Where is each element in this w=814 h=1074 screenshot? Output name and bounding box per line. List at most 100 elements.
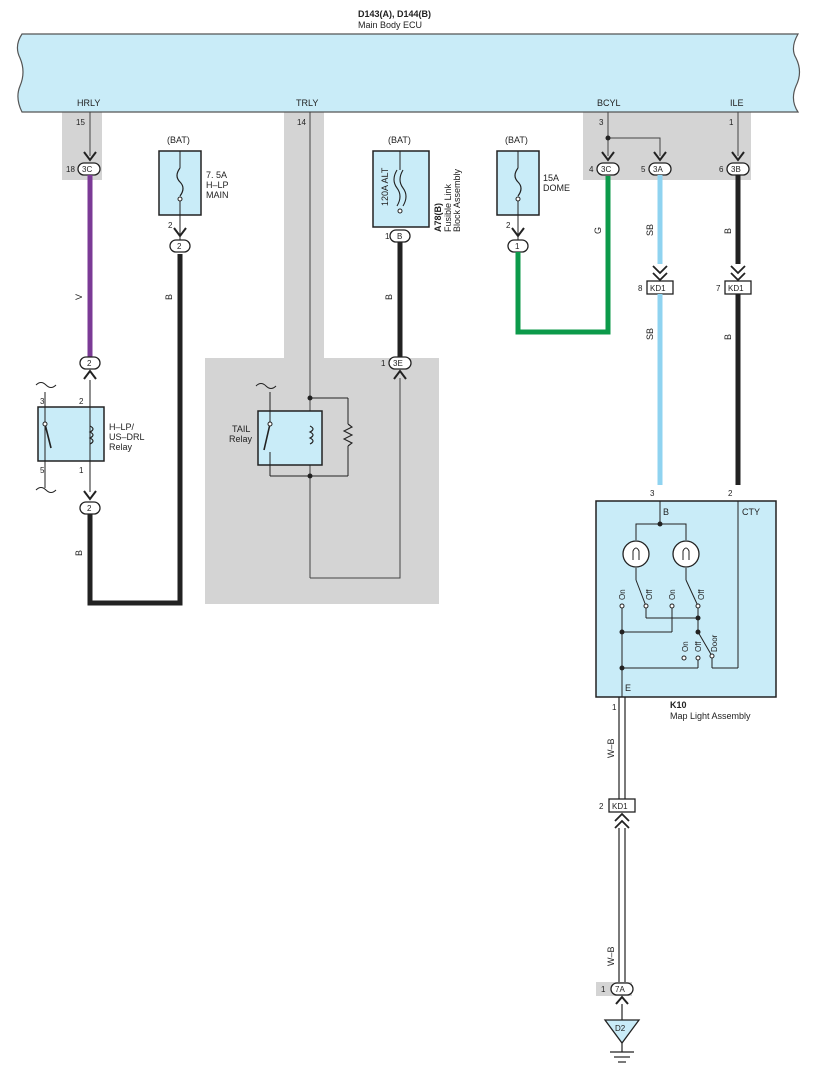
connector-3c-4-pin: 4: [589, 165, 594, 174]
connector-kd1-7-code: KD1: [728, 284, 744, 293]
fuse-dome-source: (BAT): [505, 135, 528, 145]
map-light-code: K10: [670, 700, 687, 710]
map-light-term-b: B: [663, 507, 669, 517]
relay-hlp-tilde-top: [35, 382, 57, 388]
arrow-kd1-8: [652, 265, 668, 282]
fuse-dome-pin: 2: [506, 221, 511, 230]
switch-off-1: Off: [645, 589, 654, 600]
wire-bcyl-branch: [608, 137, 661, 156]
arrow-hlp-in: [83, 369, 97, 380]
wire-b-main-label: B: [164, 294, 174, 300]
junction-bcyl: [605, 135, 611, 141]
wire-b-ile-lower-label: B: [723, 334, 733, 340]
wire-wb-lower-label: W–B: [606, 946, 616, 966]
wire-g: [515, 176, 611, 335]
connector-3e-pin: 1: [381, 359, 386, 368]
connector-3c-4: [596, 162, 620, 176]
connector-main-out: [169, 239, 191, 253]
fusible-block-code: A78(B): [433, 203, 443, 232]
wire-sb-lower-label: SB: [645, 328, 655, 340]
fuse-dome-terminal: [515, 196, 521, 202]
map-light-term-cty: CTY: [742, 507, 760, 517]
relay-hlp-pin-5: 5: [40, 466, 45, 475]
ecu-terminal-bcyl: BCYL: [597, 98, 621, 108]
fuse-main-name-1: H–LP: [206, 180, 229, 190]
arrow-7a: [615, 995, 629, 1005]
connector-7a-code: 7A: [615, 985, 625, 994]
wire-v-label: V: [74, 294, 84, 300]
connector-kd1-7-pin: 7: [716, 284, 721, 293]
door-switch-on: On: [681, 641, 690, 652]
arrow-4: [601, 151, 615, 162]
wire-wb-upper-label: W–B: [606, 738, 616, 758]
ecu-terminal-trly: TRLY: [296, 98, 318, 108]
fuse-dome-name: DOME: [543, 183, 570, 193]
fuse-dome-element: [514, 167, 522, 197]
relay-tail-contact: [267, 421, 273, 427]
ground-code: D2: [615, 1024, 626, 1033]
arrow-3e: [393, 369, 407, 380]
fuse-main-rating: 7. 5A: [206, 170, 227, 180]
door-switch-off: Off: [694, 641, 703, 652]
fuse-alt-terminal: [397, 208, 403, 214]
junction-tail-bottom: [307, 473, 313, 479]
arrow-hlp-out: [83, 490, 97, 501]
door-switch-label: Door: [710, 634, 719, 652]
fuse-main-name-2: MAIN: [206, 190, 229, 200]
fuse-main-element: [176, 167, 184, 197]
connector-7a-pin: 1: [601, 985, 606, 994]
bulb-2-icon: [672, 540, 700, 568]
fusible-block-name-2: Block Assembly: [452, 168, 462, 232]
connector-kd1-2: [608, 798, 636, 813]
map-light-name: Map Light Assembly: [670, 711, 751, 721]
map-light-pin-cty: 2: [728, 489, 733, 498]
connector-kd1-2-pin: 2: [599, 802, 604, 811]
fuse-alt-rating: 120A ALT: [380, 167, 390, 206]
connector-7a: [610, 982, 634, 996]
fusible-block-name-1: Fusible Link: [443, 183, 453, 232]
junction-tail-top: [307, 395, 313, 401]
map-light-internal: [621, 501, 739, 697]
connector-hlp-in-pin: 2: [87, 359, 92, 368]
connector-main-out-pin: 2: [177, 242, 182, 251]
relay-hlp-pin-1: 1: [79, 466, 84, 475]
arrow-main: [173, 227, 187, 238]
map-light-pin-e: 1: [612, 703, 617, 712]
wire-b-alt-label: B: [384, 294, 394, 300]
relay-tail-tilde: [255, 383, 277, 389]
ecu-terminal-ile: ILE: [730, 98, 744, 108]
wire-b-ile-upper-label: B: [723, 228, 733, 234]
fuse-alt-source: (BAT): [388, 135, 411, 145]
fuse-alt-element: [393, 169, 407, 207]
ground-triangle: [603, 1019, 641, 1045]
relay-hlp-switch: [44, 423, 52, 449]
relay-hlp-tilde-bottom: [35, 487, 57, 493]
connector-kd1-8-code: KD1: [650, 284, 666, 293]
arrow-dome: [511, 227, 525, 238]
connector-kd1-2-code: KD1: [612, 802, 628, 811]
relay-hlp-contact: [42, 421, 48, 427]
relay-tail-name-1: TAIL: [232, 424, 250, 434]
ecu-name: Main Body ECU: [358, 20, 422, 30]
relay-tail-body: [257, 410, 323, 466]
arrow-kd1-7: [730, 265, 746, 282]
connector-3b-6-code: 3B: [731, 165, 741, 174]
arrow-kd1-2: [614, 812, 630, 829]
ground-icon: [610, 1043, 634, 1063]
fuse-main-terminal: [177, 196, 183, 202]
relay-hlp-name-3: Relay: [109, 442, 133, 452]
connector-3b-6-pin: 6: [719, 165, 724, 174]
fuse-alt-pin: 1: [385, 232, 390, 241]
switch-on-2: On: [668, 589, 677, 600]
bulb-1-icon: [622, 540, 650, 568]
map-light-contacts: [619, 603, 715, 661]
relay-tail-coil: [308, 425, 314, 445]
ecu-code: D143(A), D144(B): [358, 9, 431, 19]
ecu-body: [16, 33, 801, 113]
wire-sb-upper-label: SB: [645, 224, 655, 236]
switch-on-1: On: [618, 589, 627, 600]
connector-3c-18-code: 3C: [82, 165, 92, 174]
arrow-5: [653, 151, 667, 162]
connector-3e-code: 3E: [393, 359, 403, 368]
